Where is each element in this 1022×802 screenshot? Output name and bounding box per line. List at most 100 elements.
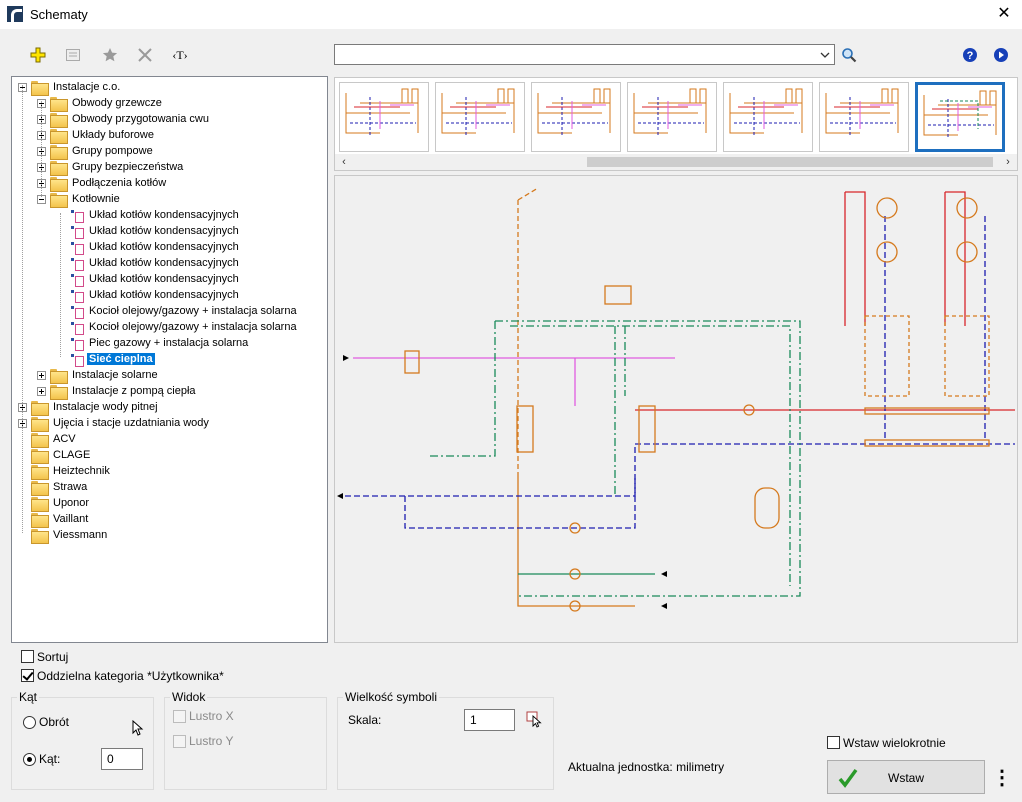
tree-folder-item[interactable]: Viessmann: [18, 527, 109, 544]
tree-folder-item[interactable]: Uponor: [18, 495, 91, 512]
tree-folder-item[interactable]: Grupy pompowe: [37, 143, 155, 160]
tree-leaf-item[interactable]: Piec gazowy + instalacja solarna: [56, 335, 250, 351]
checkmark-icon: [838, 768, 858, 788]
expand-icon[interactable]: [37, 386, 46, 396]
tree-folder-item[interactable]: CLAGE: [18, 447, 92, 464]
scrollbar-thumb[interactable]: [587, 157, 993, 167]
chevron-down-icon: [820, 52, 830, 58]
tree-folder-item[interactable]: Strawa: [18, 479, 89, 496]
tree-folder-item[interactable]: Obwody przygotowania cwu: [37, 111, 211, 128]
tree-leaf-item[interactable]: Kocioł olejowy/gazowy + instalacja solar…: [56, 303, 299, 319]
kat-input[interactable]: 0: [101, 748, 143, 770]
rename-button[interactable]: ‹T›: [172, 47, 188, 62]
tree-item-label: Układ kotłów kondensacyjnych: [89, 209, 239, 221]
schema-thumbnail[interactable]: [915, 82, 1005, 152]
search-icon: [842, 48, 857, 63]
tree-leaf-item[interactable]: Układ kotłów kondensacyjnych: [56, 223, 241, 239]
tree-leaf-item[interactable]: Sieć cieplna: [56, 351, 155, 367]
schema-thumbnail[interactable]: [339, 82, 429, 152]
tree-folder-item[interactable]: Grupy bezpieczeństwa: [37, 159, 185, 176]
schema-thumbnail[interactable]: [723, 82, 813, 152]
tree-folder-item[interactable]: Podłączenia kotłów: [37, 175, 168, 192]
tree-folder-item[interactable]: Kotłownie: [37, 191, 122, 208]
schema-thumbnail[interactable]: [819, 82, 909, 152]
tree-leaf-item[interactable]: Układ kotłów kondensacyjnych: [56, 207, 241, 223]
tree-leaf-item[interactable]: Układ kotłów kondensacyjnych: [56, 239, 241, 255]
folder-icon: [50, 128, 68, 144]
folder-icon: [50, 112, 68, 128]
tree-folder-item[interactable]: Instalacje c.o.: [18, 79, 122, 96]
tree-folder-item[interactable]: Ujęcia i stacje uzdatniania wody: [18, 415, 211, 432]
schema-icon: [69, 209, 84, 223]
add-category-button[interactable]: [27, 44, 49, 66]
tree-item-label: Piec gazowy + instalacja solarna: [89, 337, 249, 349]
skala-input[interactable]: 1: [464, 709, 515, 731]
search-combo[interactable]: [334, 44, 835, 65]
kat-radio[interactable]: [23, 753, 36, 766]
tree-folder-item[interactable]: Instalacje z pompą ciepła: [37, 383, 198, 400]
thumbnail-scrollbar[interactable]: ‹ ›: [335, 154, 1017, 170]
help-icon: ?: [963, 48, 977, 62]
tree-folder-item[interactable]: Vaillant: [18, 511, 90, 528]
tree-leaf-item[interactable]: Kocioł olejowy/gazowy + instalacja solar…: [56, 319, 299, 335]
folder-icon: [31, 480, 49, 496]
schema-icon: [69, 305, 84, 319]
wstaw-button[interactable]: Wstaw: [827, 760, 985, 794]
expand-icon[interactable]: [37, 370, 46, 380]
tree-item-label: Strawa: [53, 481, 88, 493]
tree-item-label: Sieć cieplna: [87, 353, 155, 365]
schema-thumbnail[interactable]: [435, 82, 525, 152]
scroll-left-icon[interactable]: ‹: [342, 156, 346, 168]
schema-thumbnail[interactable]: [531, 82, 621, 152]
thumbnail-strip: ‹ ›: [334, 77, 1018, 171]
tree-item-label: Układ kotłów kondensacyjnych: [89, 273, 239, 285]
tree-item-label: Obwody przygotowania cwu: [72, 113, 209, 125]
properties-button[interactable]: [62, 44, 84, 66]
oddzielna-kategoria-checkbox[interactable]: [21, 669, 34, 682]
delete-icon: [138, 48, 152, 62]
tree-folder-item[interactable]: ACV: [18, 431, 78, 448]
widok-group-title: Widok: [170, 690, 208, 704]
scroll-right-icon[interactable]: ›: [1006, 156, 1010, 168]
tree-folder-item[interactable]: Obwody grzewcze: [37, 95, 164, 112]
folder-icon: [31, 496, 49, 512]
folder-icon: [50, 368, 68, 384]
folder-icon: [31, 80, 49, 96]
search-button[interactable]: [838, 44, 860, 66]
pick-scale-button[interactable]: [526, 710, 542, 728]
wielkosc-group-title: Wielkość symboli: [343, 690, 440, 704]
folder-icon: [50, 96, 68, 112]
schema-thumbnail[interactable]: [627, 82, 717, 152]
lustro-y-checkbox[interactable]: [173, 735, 186, 748]
tree-folder-item[interactable]: Układy buforowe: [37, 127, 156, 144]
next-button[interactable]: [990, 44, 1012, 66]
wstaw-wielokrotnie-checkbox[interactable]: [827, 736, 840, 749]
more-options-button[interactable]: ⋮: [992, 766, 1012, 789]
tree-folder-item[interactable]: Heiztechnik: [18, 463, 112, 480]
title-bar: Schematy ✕: [0, 0, 1022, 30]
obrot-radio[interactable]: [23, 716, 36, 729]
tree-item-label: Podłączenia kotłów: [72, 177, 167, 189]
tree-item-label: Kotłownie: [72, 193, 120, 205]
tree-leaf-item[interactable]: Układ kotłów kondensacyjnych: [56, 287, 241, 303]
close-button[interactable]: ✕: [997, 5, 1011, 22]
oddzielna-kategoria-label: Oddzielna kategoria *Użytkownika*: [37, 669, 224, 683]
tree-leaf-item[interactable]: Układ kotłów kondensacyjnych: [56, 255, 241, 271]
sortuj-checkbox[interactable]: [21, 650, 34, 663]
unit-label: Aktualna jednostka: milimetry: [568, 760, 725, 774]
tree-connector: [22, 85, 23, 533]
folder-icon: [31, 448, 49, 464]
lustro-x-checkbox[interactable]: [173, 710, 186, 723]
folder-icon: [31, 512, 49, 528]
tree-folder-item[interactable]: Instalacje wody pitnej: [18, 399, 160, 416]
svg-text:?: ?: [967, 50, 974, 62]
tree-item-label: Vaillant: [53, 513, 89, 525]
delete-button[interactable]: [134, 44, 156, 66]
help-button[interactable]: ?: [959, 44, 981, 66]
thumbnail-drawing: [633, 88, 707, 137]
tree-folder-item[interactable]: Instalacje solarne: [37, 367, 160, 384]
tree-leaf-item[interactable]: Układ kotłów kondensacyjnych: [56, 271, 241, 287]
favorite-button[interactable]: [99, 44, 121, 66]
folder-icon: [50, 384, 68, 400]
